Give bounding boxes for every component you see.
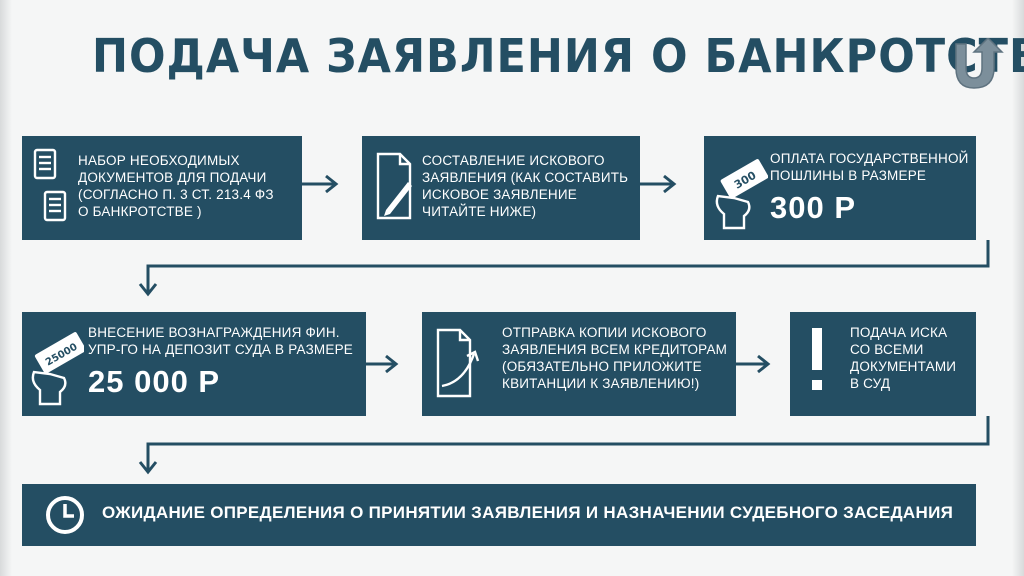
step5-line3: (ОБЯЗАТЕЛЬНО ПРИЛОЖИТЕ	[502, 359, 702, 374]
step6-line2: СО ВСЕМИ	[850, 342, 924, 357]
back-button[interactable]	[952, 36, 1012, 90]
step-send-copy-box: ОТПРАВКА КОПИИ ИСКОВОГО ЗАЯВЛЕНИЯ ВСЕМ К…	[422, 312, 736, 416]
exclamation-icon	[812, 328, 822, 390]
arrow-step2-step3	[640, 174, 677, 194]
step6-line3: ДОКУМЕНТАМИ	[850, 359, 957, 374]
step3-line1: ОПЛАТА ГОСУДАРСТВЕННОЙ	[770, 151, 969, 166]
step7-text: ОЖИДАНИЕ ОПРЕДЕЛЕНИЯ О ПРИНЯТИИ ЗАЯВЛЕНИ…	[102, 503, 954, 522]
step1-line3: (СОГЛАСНО П. 3 СТ. 213.4 ФЗ	[78, 187, 274, 202]
step1-line1: НАБОР НЕОБХОДИМЫХ	[78, 153, 240, 168]
documents-icon	[33, 148, 67, 222]
step6-line1: ПОДАЧА ИСКА	[850, 325, 948, 340]
step-documents-box: НАБОР НЕОБХОДИМЫХ ДОКУМЕНТОВ ДЛЯ ПОДАЧИ …	[22, 136, 302, 240]
step4-line2: УПР-ГО НА ДЕПОЗИТ СУДА В РАЗМЕРЕ	[88, 342, 353, 357]
arrow-step4-step5	[366, 354, 399, 374]
page-title: ПОДАЧА ЗАЯВЛЕНИЯ О БАНКРОТСТВЕ	[92, 30, 1024, 84]
step2-line2: ЗАЯВЛЕНИЯ (КАК СОСТАВИТЬ	[422, 170, 629, 185]
left-edge-shade	[0, 0, 12, 576]
deposit-amount: 25 000 Р	[88, 364, 221, 399]
hand-ticket-icon: 25000	[31, 332, 84, 406]
document-arrow-icon	[436, 328, 480, 398]
step-file-suit-box: ПОДАЧА ИСКА СО ВСЕМИ ДОКУМЕНТАМИ В СУД	[790, 312, 976, 416]
clock-icon	[46, 496, 84, 534]
step5-line1: ОТПРАВКА КОПИИ ИСКОВОГО	[502, 325, 707, 340]
step4-line1: ВНЕСЕНИЕ ВОЗНАГРАЖДЕНИЯ ФИН.	[88, 325, 340, 340]
document-pen-icon	[376, 152, 412, 220]
arrow-row2-row3	[138, 416, 990, 475]
right-edge-shade	[1012, 0, 1024, 576]
fee-amount: 300 Р	[770, 190, 857, 225]
step5-line2: ЗАЯВЛЕНИЯ ВСЕМ КРЕДИТОРАМ	[502, 342, 728, 357]
step2-line1: СОСТАВЛЕНИЕ ИСКОВОГО	[422, 153, 605, 168]
step2-line4: ЧИТАЙТЕ НИЖЕ)	[422, 204, 537, 219]
u-turn-arrow-icon	[955, 36, 1004, 89]
step1-line4: О БАНКРОТСТВЕ )	[78, 204, 202, 219]
step-claim-box: СОСТАВЛЕНИЕ ИСКОВОГО ЗАЯВЛЕНИЯ (КАК СОСТ…	[362, 136, 640, 240]
hand-ticket-icon: 300	[715, 159, 768, 230]
step-deposit-box: 25000 ВНЕСЕНИЕ ВОЗНАГРАЖДЕНИЯ ФИН. УПР-Г…	[22, 312, 366, 416]
arrow-row1-row2	[138, 240, 990, 297]
step3-line2: ПОШЛИНЫ В РАЗМЕРЕ	[770, 168, 927, 183]
step1-line2: ДОКУМЕНТОВ ДЛЯ ПОДАЧИ	[78, 170, 267, 185]
step6-line4: В СУД	[850, 376, 891, 391]
arrow-step1-step2	[302, 174, 339, 194]
step-fee-box: 300 ОПЛАТА ГОСУДАРСТВЕННОЙ ПОШЛИНЫ В РАЗ…	[704, 136, 976, 240]
step-wait-box: ОЖИДАНИЕ ОПРЕДЕЛЕНИЯ О ПРИНЯТИИ ЗАЯВЛЕНИ…	[22, 484, 976, 546]
step2-line3: ИСКОВОЕ ЗАЯВЛЕНИЕ	[422, 187, 577, 202]
step5-line4: КВИТАНЦИИ К ЗАЯВЛЕНИЮ!)	[502, 376, 700, 391]
arrow-step5-step6	[736, 354, 771, 374]
